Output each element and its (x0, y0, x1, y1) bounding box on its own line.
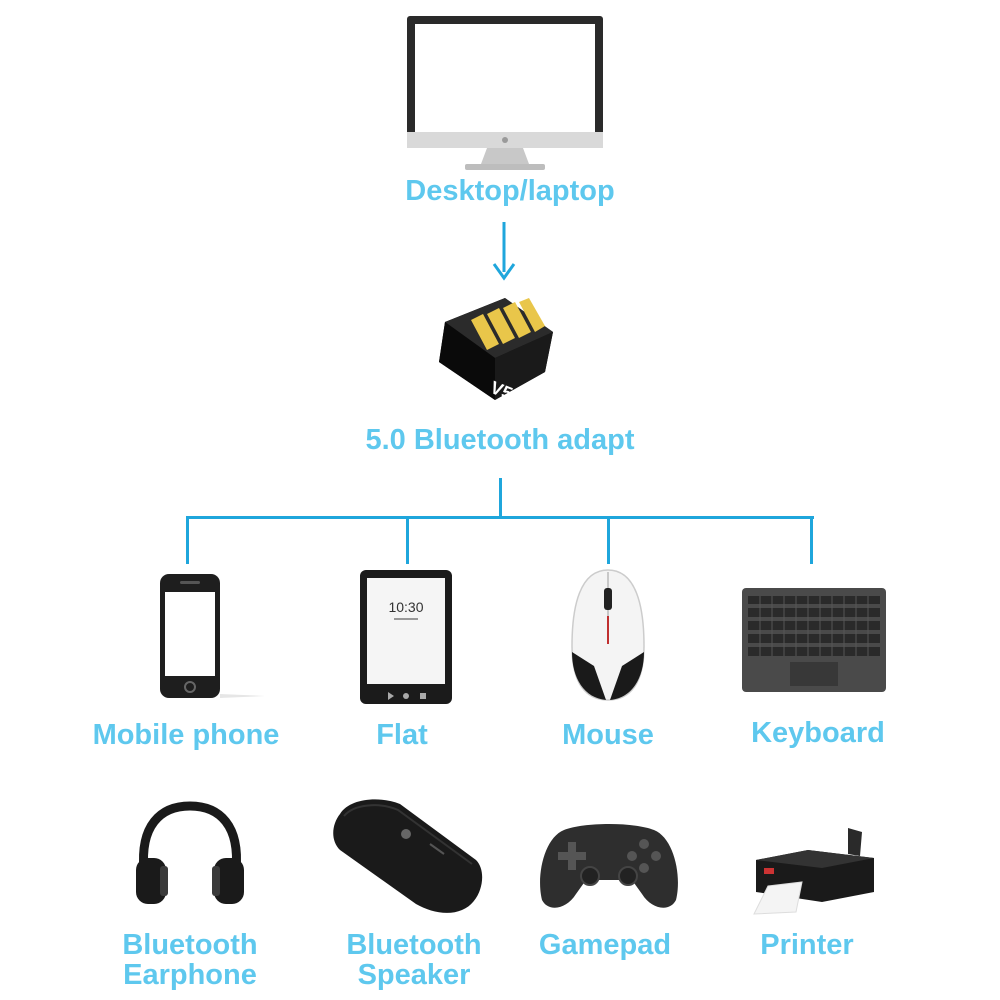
connector-bus (186, 516, 814, 519)
connector-drop-3 (607, 516, 610, 564)
connector-drop-2 (406, 516, 409, 564)
label-earphone-line2: Earphone (123, 959, 257, 991)
label-printer: Printer (760, 929, 854, 961)
label-earphone-line1: Bluetooth (122, 929, 258, 961)
gamepad-icon (540, 824, 678, 908)
bluetooth-adapter-icon: V5.0 (439, 298, 553, 410)
connector-trunk (499, 478, 502, 518)
label-speaker-line2: Speaker (357, 959, 471, 991)
down-arrow-icon (492, 222, 516, 281)
label-mobile-phone: Mobile phone (92, 719, 280, 751)
desktop-monitor-icon (407, 16, 603, 170)
label-bluetooth-speaker: Bluetooth Speaker (314, 930, 514, 990)
tablet-clock: 10:30 (388, 599, 423, 615)
tablet-icon: 10:30 (360, 570, 452, 704)
connector-drop-1 (186, 516, 189, 564)
adapter-label: 5.0 Bluetooth adapt (365, 424, 635, 456)
connector-drop-4 (810, 516, 813, 564)
label-speaker-line1: Bluetooth (346, 929, 482, 961)
label-mouse: Mouse (562, 719, 654, 751)
headphones-icon (136, 801, 244, 904)
label-gamepad: Gamepad (538, 929, 672, 961)
desktop-label: Desktop/laptop (405, 175, 615, 207)
label-keyboard: Keyboard (751, 717, 885, 749)
label-flat: Flat (376, 719, 428, 751)
label-bluetooth-earphone: Bluetooth Earphone (90, 930, 290, 990)
printer-icon (753, 828, 874, 915)
keyboard-icon (742, 588, 886, 692)
speaker-icon (333, 799, 483, 913)
mouse-icon (571, 569, 645, 701)
mobile-phone-icon (160, 574, 265, 698)
